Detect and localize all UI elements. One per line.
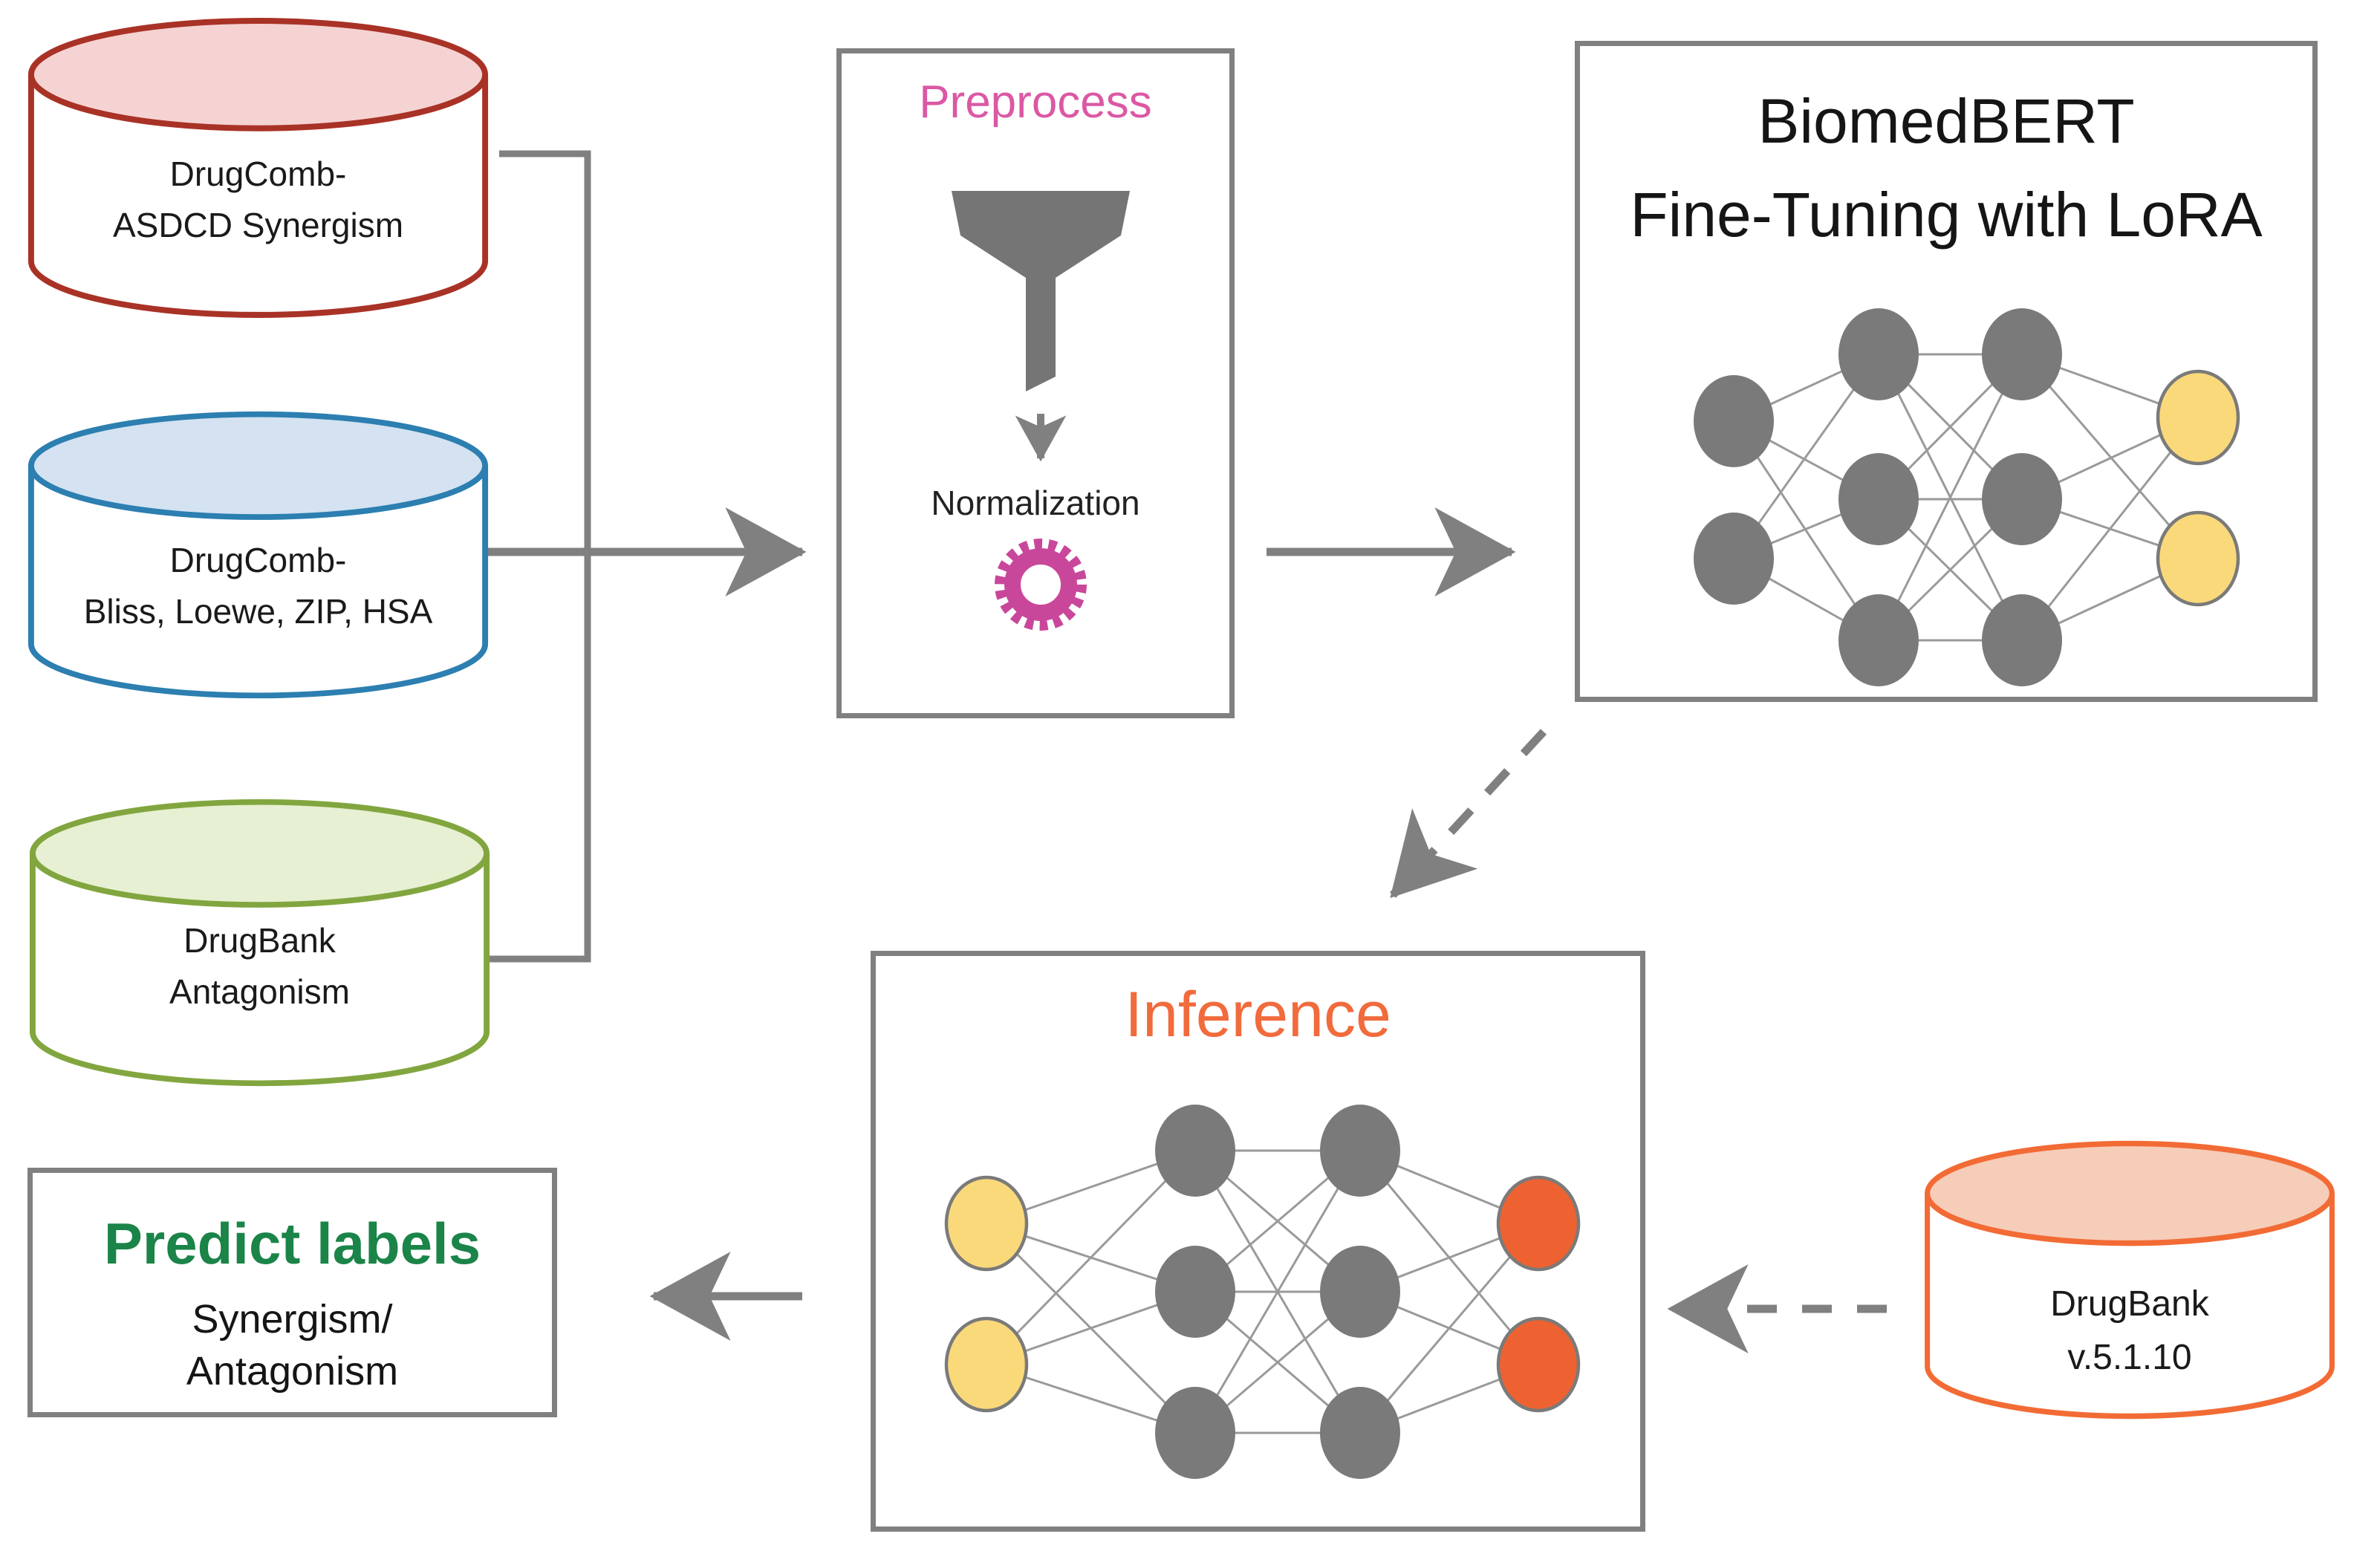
datastore-label-line1: DrugComb- [169, 155, 347, 193]
inference-title: Inference [1125, 979, 1391, 1050]
datastore-label-line2: Antagonism [169, 972, 350, 1011]
datasource-bracket-connector [475, 150, 591, 963]
predict-title: Predict labels [103, 1211, 481, 1276]
datastore-drugcomb-bliss: DrugComb- Bliss, Loewe, ZIP, HSA [22, 409, 494, 701]
datastore-label-line2: v.5.1.10 [2067, 1338, 2192, 1377]
gear-icon [995, 539, 1087, 631]
datastore-drugbank-antagonism: DrugBank Antagonism [24, 796, 495, 1089]
preprocess-box: Preprocess Normalization [836, 48, 1235, 718]
preprocess-title: Preprocess [919, 77, 1152, 128]
database-cylinder-icon [29, 799, 490, 1087]
database-cylinder-icon [27, 411, 489, 699]
database-cylinder-icon [1925, 1140, 2335, 1420]
inference-neural-network [944, 1105, 1581, 1479]
datastore-label-line2: ASDCD Synergism [112, 206, 404, 244]
funnel-icon [952, 191, 1130, 391]
finetune-title-line2: Fine-Tuning with LoRA [1630, 180, 2263, 250]
datastore-drugbank-v5110: DrugBank v.5.1.10 [1919, 1138, 2340, 1422]
normalization-label: Normalization [931, 484, 1140, 522]
datastore-label-line1: DrugBank [183, 921, 336, 960]
database-cylinder-icon [27, 18, 489, 318]
predict-labels-box: Predict labels Synergism/ Antagonism [27, 1168, 557, 1417]
finetune-title-line1: BiomedBERT [1758, 86, 2135, 156]
finetune-neural-network [1694, 308, 2240, 686]
dashed-arrow-finetune-to-inference [1389, 729, 1547, 899]
inference-box: Inference [871, 951, 1645, 1532]
datastore-label-line1: DrugBank [2050, 1284, 2209, 1324]
datastore-label-line2: Bliss, Loewe, ZIP, HSA [83, 592, 433, 631]
finetune-box: BiomedBERT Fine-Tuning with LoRA [1575, 41, 2318, 702]
datastore-label-line1: DrugComb- [169, 541, 347, 579]
finetune-title: BiomedBERT Fine-Tuning with LoRA [1580, 74, 2312, 261]
datastore-drugcomb-asdcd: DrugComb- ASDCD Synergism [22, 15, 494, 321]
predict-subtitle-line2: Antagonism [186, 1349, 399, 1394]
predict-subtitle-line1: Synergism/ [192, 1297, 393, 1342]
preprocess-graphics [952, 191, 1130, 631]
predict-subtitle: Synergism/ Antagonism [33, 1293, 552, 1397]
